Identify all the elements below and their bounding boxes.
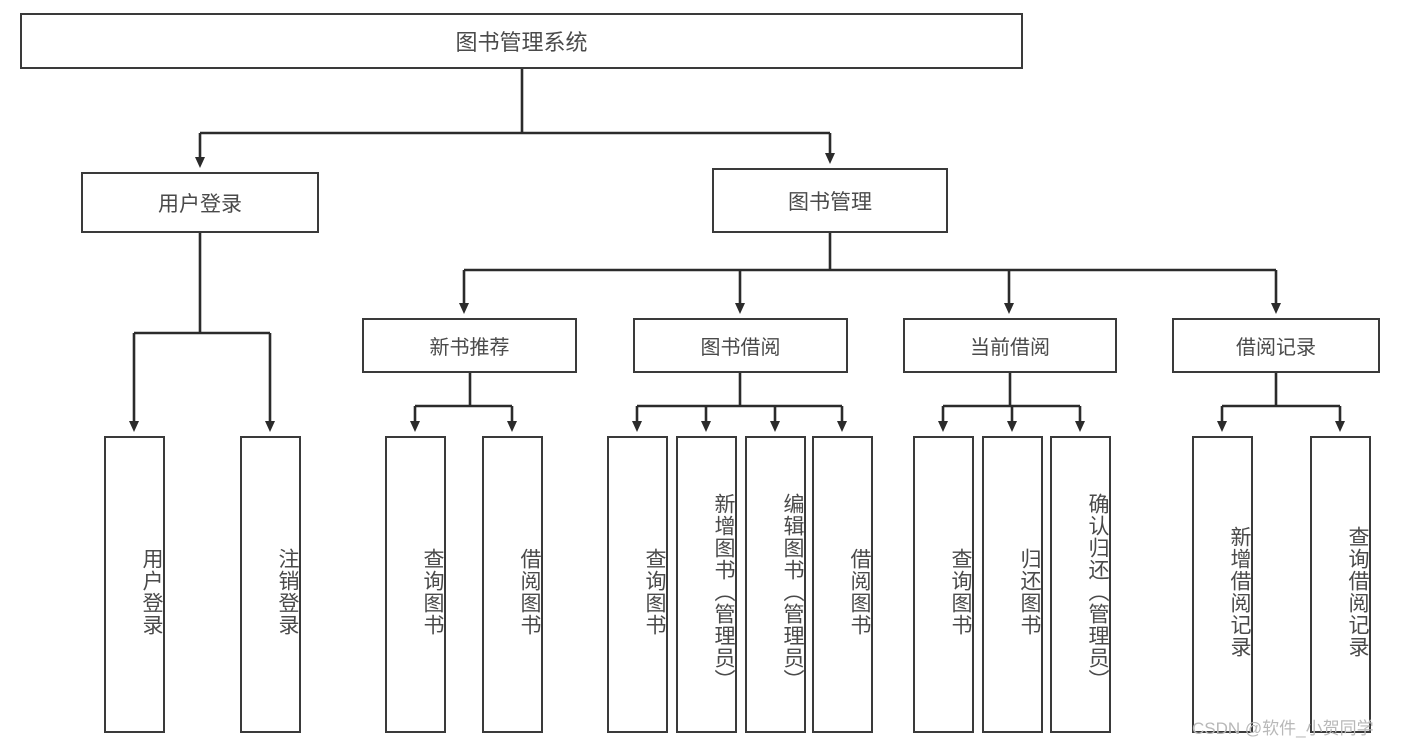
node-label: 归还图书	[1018, 547, 1041, 636]
node-label: 图书借阅	[700, 337, 781, 359]
node-leaf-query-borrow-record[interactable]: 查询借阅记录	[1310, 436, 1371, 733]
node-leaf-add-book[interactable]: 新增图书（管理员）	[676, 436, 737, 733]
node-label: 注销登录	[276, 547, 299, 636]
node-label: 借阅图书	[518, 547, 541, 636]
node-label: 新增借阅记录	[1228, 525, 1251, 658]
node-borrow-record[interactable]: 借阅记录	[1172, 318, 1380, 373]
node-label: 借阅记录	[1236, 337, 1316, 359]
node-label: 查询图书	[949, 547, 972, 636]
node-leaf-edit-book[interactable]: 编辑图书（管理员）	[745, 436, 806, 733]
node-leaf-borrow-book-recommend[interactable]: 借阅图书	[482, 436, 543, 733]
node-new-book-recommend[interactable]: 新书推荐	[362, 318, 577, 373]
node-leaf-add-borrow-record[interactable]: 新增借阅记录	[1192, 436, 1253, 733]
node-label: 查询图书	[421, 547, 444, 636]
node-label: 当前借阅	[970, 337, 1050, 359]
node-label: 用户登录	[140, 547, 163, 636]
csdn-watermark: CSDN @软件_小贺同学	[1192, 719, 1374, 738]
node-leaf-logout[interactable]: 注销登录	[240, 436, 301, 733]
node-leaf-query-book-borrow[interactable]: 查询图书	[607, 436, 668, 733]
node-root-system[interactable]: 图书管理系统	[20, 13, 1023, 69]
node-book-management[interactable]: 图书管理	[712, 168, 948, 233]
node-label: 图书管理	[788, 190, 872, 214]
node-current-borrow[interactable]: 当前借阅	[903, 318, 1117, 373]
node-leaf-return-book[interactable]: 归还图书	[982, 436, 1043, 733]
node-label: 查询图书	[643, 547, 666, 636]
node-label: 确认归还（管理员）	[1086, 492, 1109, 691]
node-leaf-query-book-current[interactable]: 查询图书	[913, 436, 974, 733]
node-label: 用户登录	[158, 192, 242, 216]
node-leaf-user-login[interactable]: 用户登录	[104, 436, 165, 733]
node-user-login[interactable]: 用户登录	[81, 172, 319, 233]
node-label: 新增图书（管理员）	[712, 492, 735, 691]
node-leaf-query-book-recommend[interactable]: 查询图书	[385, 436, 446, 733]
node-label: 图书管理系统	[455, 30, 588, 55]
node-label: 查询借阅记录	[1346, 525, 1369, 658]
node-label: 新书推荐	[429, 337, 510, 359]
node-book-borrow[interactable]: 图书借阅	[633, 318, 848, 373]
node-leaf-confirm-return[interactable]: 确认归还（管理员）	[1050, 436, 1111, 733]
node-label: 编辑图书（管理员）	[781, 492, 804, 691]
node-leaf-borrow-book[interactable]: 借阅图书	[812, 436, 873, 733]
node-label: 借阅图书	[848, 547, 871, 636]
